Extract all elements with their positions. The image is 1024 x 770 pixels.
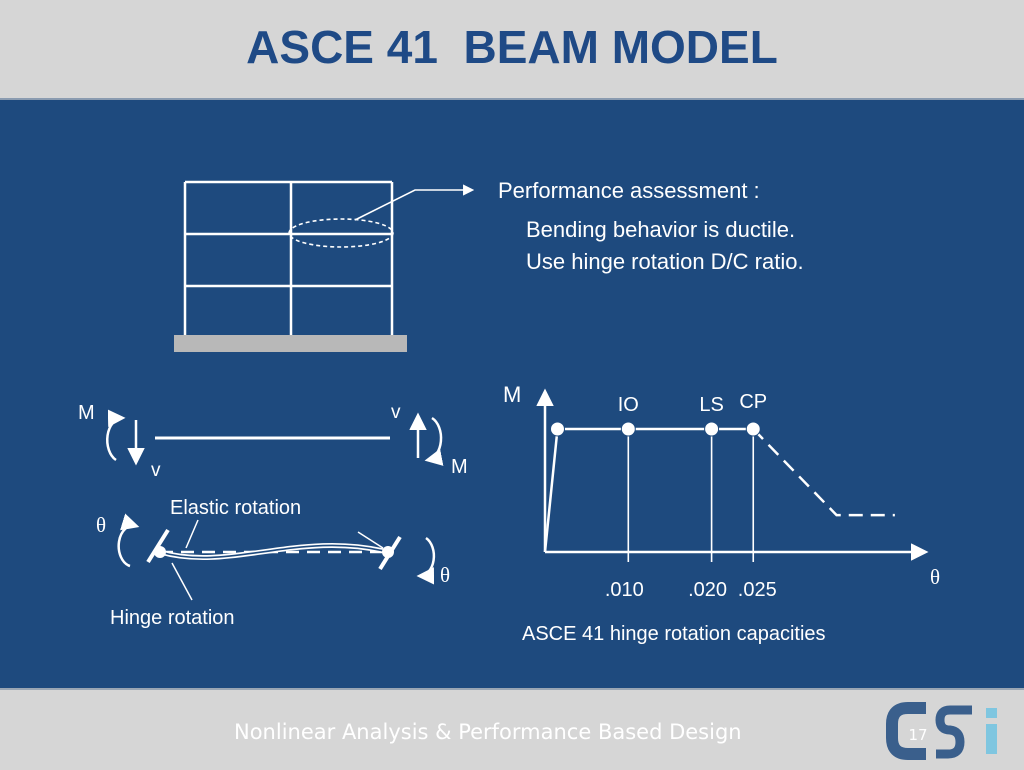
- point-label-io: IO: [618, 394, 639, 416]
- hinge-rotation-leader: [171, 562, 193, 601]
- point-yield: [549, 421, 565, 437]
- performance-heading: Performance assessment :: [498, 178, 760, 203]
- performance-line-2: Use hinge rotation D/C ratio.: [526, 249, 804, 274]
- shear-label-left: v: [151, 460, 161, 481]
- hinge-left-line: [146, 528, 170, 564]
- moment-label-right: M: [451, 456, 468, 478]
- hinge-rotation-label: Hinge rotation: [110, 607, 235, 629]
- hinge-right-leader: [357, 531, 384, 549]
- point-ls: [704, 421, 720, 437]
- x-axis-label: θ: [930, 565, 940, 589]
- beam-highlight-ellipse: [288, 218, 394, 248]
- frame-elevation: [183, 180, 394, 337]
- x-tick-label: .025: [738, 579, 777, 601]
- shear-label-right: v: [391, 402, 401, 423]
- x-tick-label: .010: [605, 579, 644, 601]
- hinge-left-point: [154, 546, 166, 558]
- rotation-arrow-left: [117, 513, 140, 568]
- footer-bar: [0, 688, 1024, 770]
- performance-line-1: Bending behavior is ductile.: [526, 217, 795, 242]
- callout-arrow: [354, 184, 475, 221]
- backbone-curve: [543, 427, 754, 553]
- moment-label-left: M: [78, 402, 95, 424]
- rotation-arrow-right: [416, 536, 436, 585]
- moment-arrow-left: [106, 409, 126, 462]
- point-label-cp: CP: [739, 391, 767, 413]
- x-tick-label: .020: [688, 579, 727, 601]
- deformed-beam-core: [159, 544, 389, 559]
- elastic-rotation-leader: [185, 519, 199, 549]
- frame-foundation: [174, 335, 407, 352]
- point-io: [620, 421, 636, 437]
- moment-arrow-right: [424, 416, 444, 466]
- csi-logo: [886, 702, 997, 760]
- point-cp: [745, 421, 761, 437]
- hinge-right-point: [382, 546, 394, 558]
- slide-number: 17: [908, 726, 928, 744]
- theta-label-right: θ: [440, 563, 450, 587]
- slide-title: ASCE 41 BEAM MODEL: [246, 21, 778, 73]
- elastic-rotation-label: Elastic rotation: [170, 497, 301, 519]
- theta-label-left: θ: [96, 513, 106, 537]
- footer-text: Nonlinear Analysis & Performance Based D…: [234, 720, 742, 744]
- point-label-ls: LS: [699, 394, 723, 416]
- degraded-curve: [752, 428, 895, 517]
- hinge-capacity-chart: M θ ASCE 41 hinge rotation capacities IO…: [503, 382, 940, 645]
- chart-caption: ASCE 41 hinge rotation capacities: [522, 623, 826, 645]
- y-axis-label: M: [503, 382, 521, 407]
- header-bar: [0, 0, 1024, 100]
